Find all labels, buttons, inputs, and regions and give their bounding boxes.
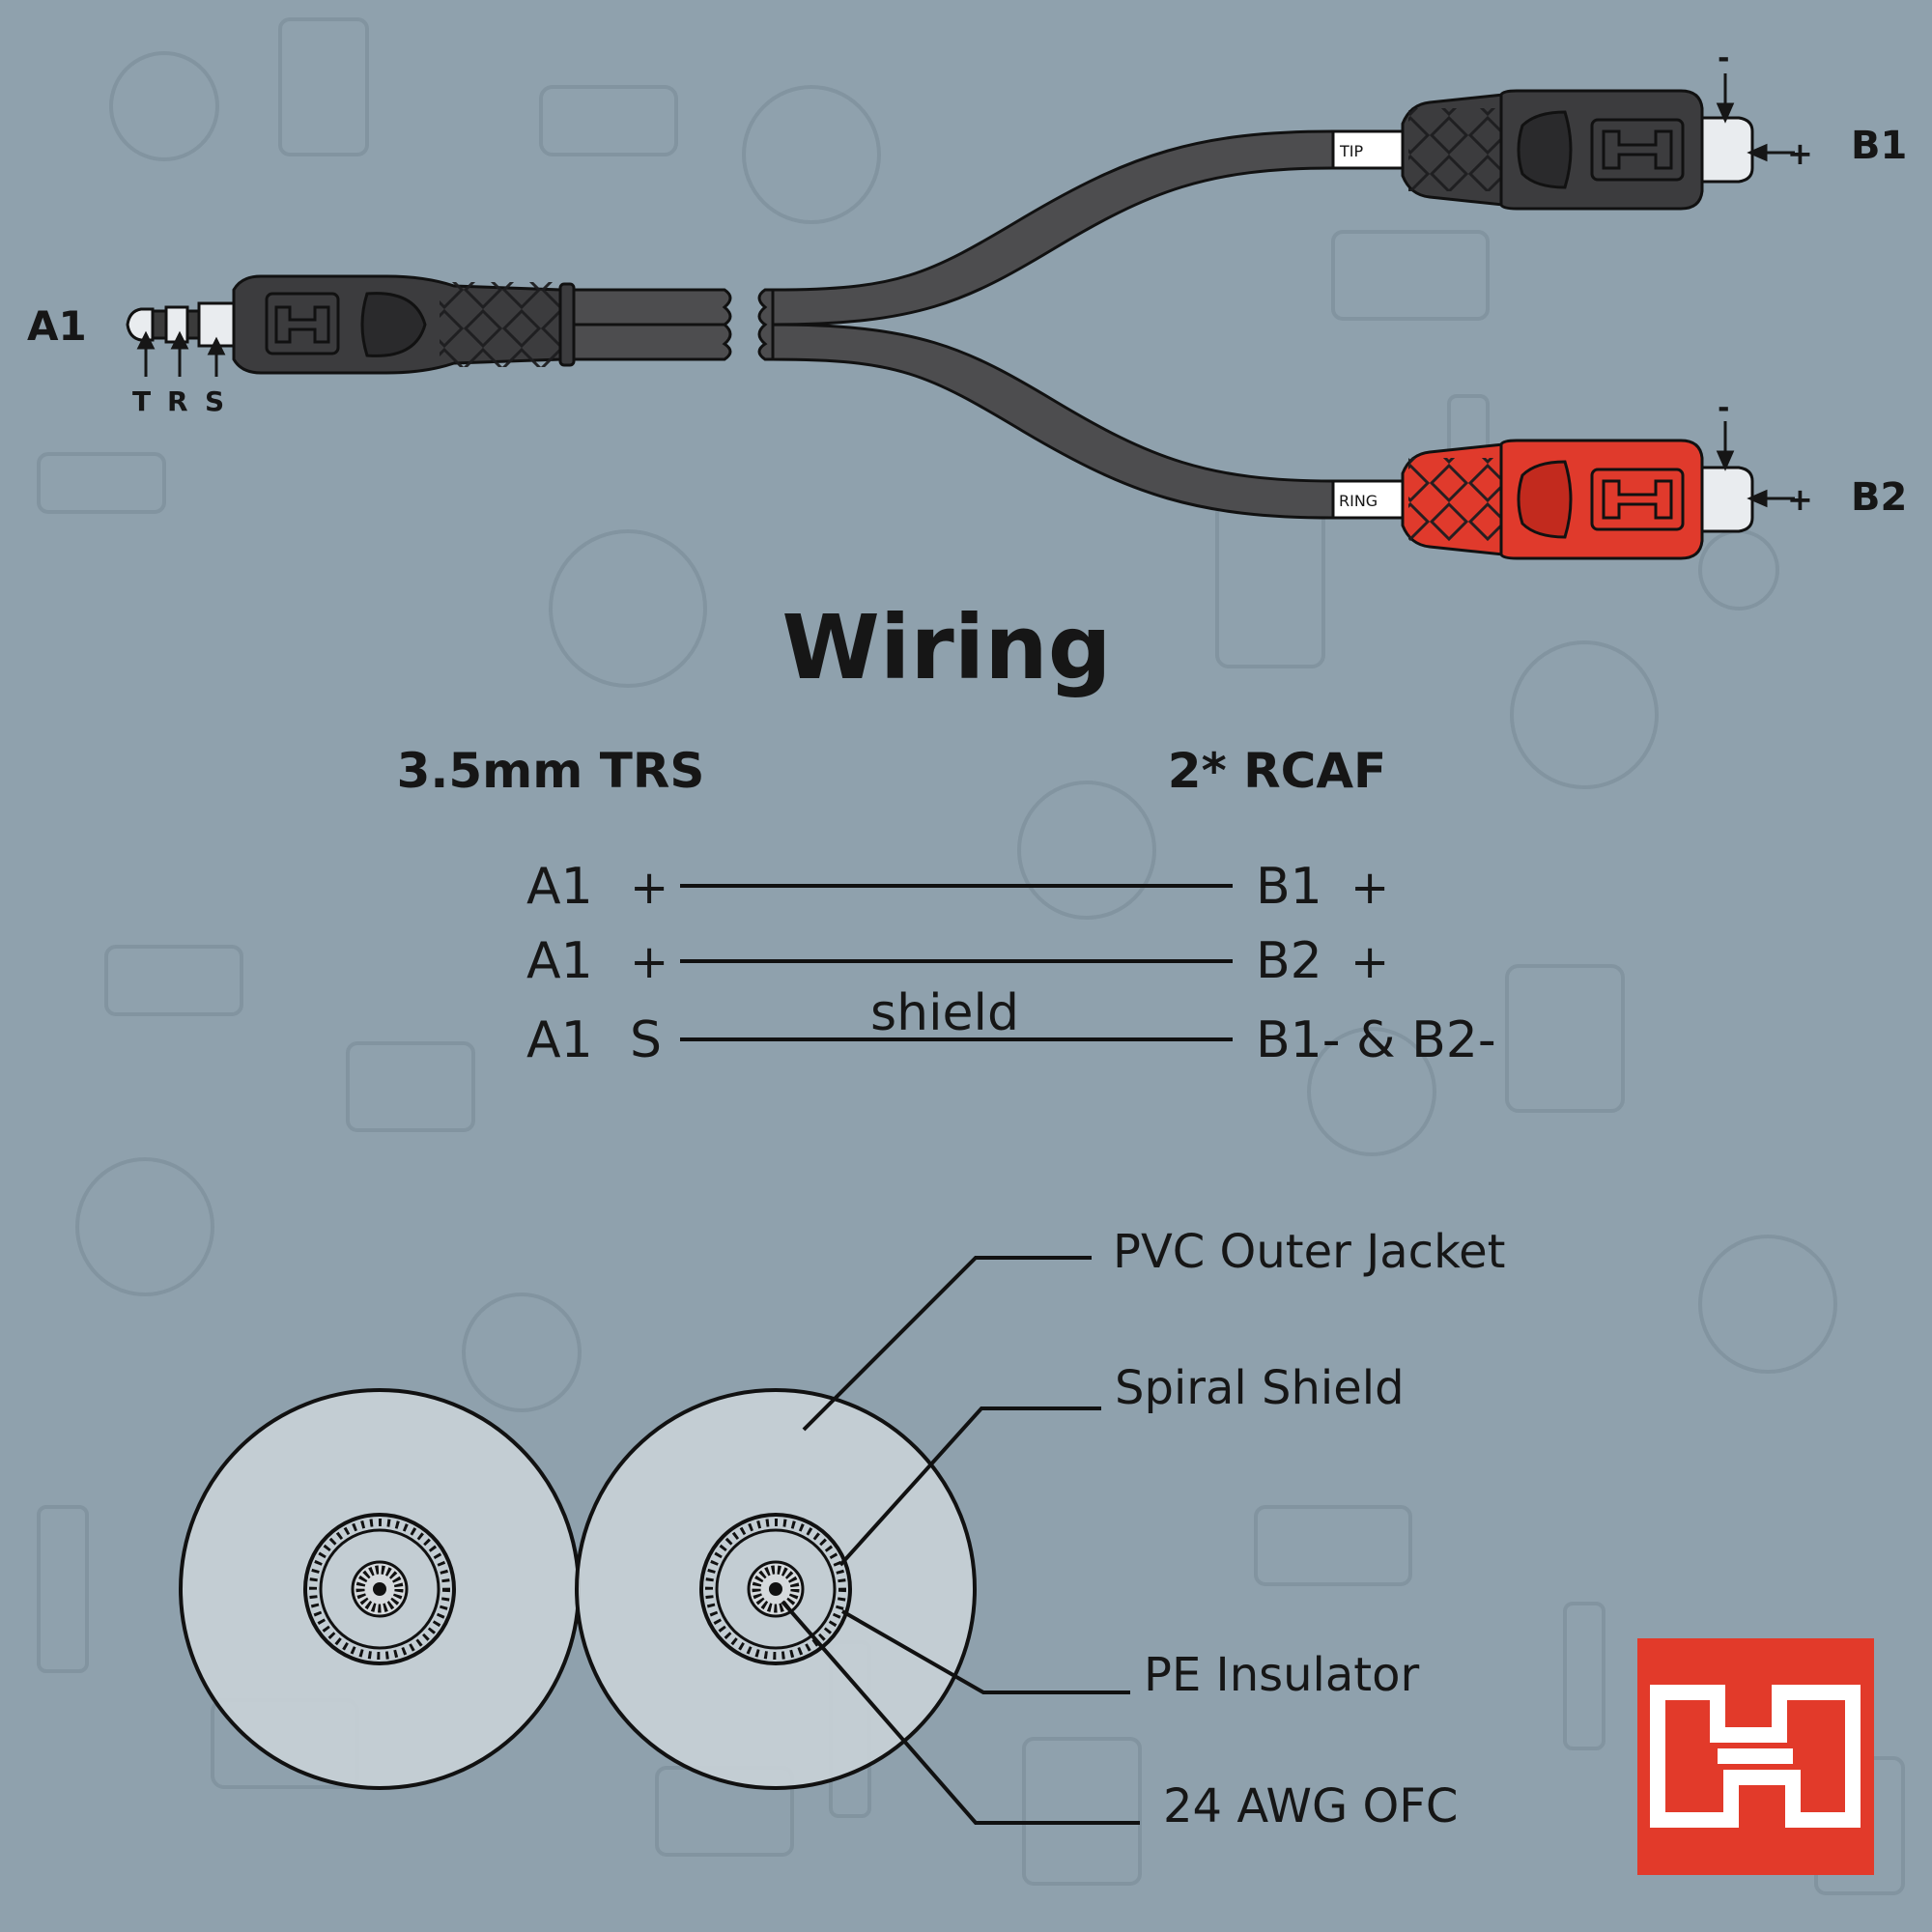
rca-jack-b1 — [1331, 89, 1754, 211]
callout-leaders — [781, 1256, 1140, 1825]
label-b2-plus: + — [1787, 481, 1813, 518]
label-s: S — [205, 385, 224, 417]
row1-right-pin: B1 — [1256, 858, 1322, 916]
callout-spiral-shield: Spiral Shield — [1115, 1361, 1405, 1415]
hosa-logo-icon — [1650, 1685, 1861, 1828]
callout-pe-insulator: PE Insulator — [1144, 1648, 1419, 1702]
label-r: R — [167, 385, 188, 417]
row2-right-pin: B2 — [1256, 932, 1322, 990]
callout-pvc-outer-jacket: PVC Outer Jacket — [1113, 1225, 1506, 1279]
cable-cross-section: PVC Outer Jacket Spiral Shield PE Insula… — [179, 1225, 1506, 1833]
y-cable-assembly — [568, 129, 1345, 520]
label-ring-band: RING — [1339, 492, 1378, 510]
trs-pointer-arrows — [136, 330, 226, 377]
label-b2: B2 — [1851, 475, 1907, 520]
background-pattern — [37, 17, 1905, 1895]
polarity-arrows — [1716, 73, 1795, 508]
wiring-title: Wiring — [781, 596, 1111, 699]
row3-right-pin: B1- & B2- — [1256, 1011, 1496, 1069]
left-header: 3.5mm TRS — [397, 743, 705, 799]
row2-left-sign: + — [630, 935, 668, 989]
row3-left-sign: S — [630, 1011, 662, 1069]
label-a1: A1 — [27, 302, 87, 350]
trs-plug-a1 — [126, 274, 576, 375]
label-b1-plus: + — [1787, 135, 1813, 172]
label-tip-band: TIP — [1339, 142, 1363, 160]
row1-right-sign: + — [1350, 861, 1389, 915]
connector-labels: A1 T R S TIP RING - + - + B1 B2 — [27, 42, 1907, 520]
label-b2-minus: - — [1718, 391, 1729, 425]
row1-left-sign: + — [630, 861, 668, 915]
label-t: T — [132, 385, 151, 417]
row2-right-sign: + — [1350, 935, 1389, 989]
row3-left-pin: A1 — [526, 1011, 593, 1069]
row2-left-pin: A1 — [526, 932, 593, 990]
cable-branch-top — [771, 129, 1345, 327]
wiring-table: Wiring 3.5mm TRS 2* RCAF A1 + B1 + A1 + … — [397, 596, 1496, 1069]
label-b1: B1 — [1851, 124, 1907, 168]
right-header: 2* RCAF — [1168, 743, 1386, 799]
hosa-logo — [1637, 1638, 1874, 1875]
row3-wire-label: shield — [870, 984, 1019, 1042]
row1-left-pin: A1 — [526, 858, 593, 916]
cable-branch-bottom — [771, 323, 1345, 520]
label-b1-minus: - — [1718, 42, 1729, 75]
rca-jack-b2 — [1331, 439, 1754, 560]
callout-24-awg-ofc: 24 AWG OFC — [1163, 1779, 1458, 1833]
